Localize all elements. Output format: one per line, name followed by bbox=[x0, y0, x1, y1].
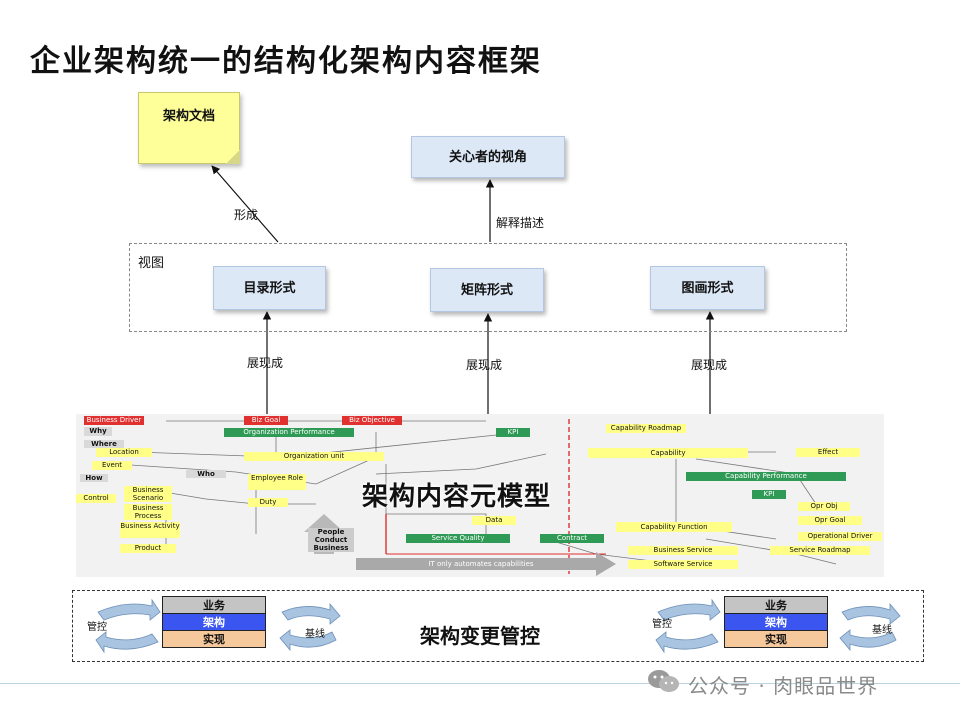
node-employee-role: Employee Role bbox=[248, 474, 306, 490]
node-business-driver: Business Driver bbox=[84, 416, 144, 425]
node-where: Where bbox=[84, 440, 124, 448]
node-it-only: IT only automates capabilities bbox=[428, 560, 534, 568]
edge-label-explain: 解释描述 bbox=[496, 216, 545, 230]
node-kpi-right: KPI bbox=[752, 490, 786, 499]
edge-label-present-2: 展现成 bbox=[466, 358, 503, 372]
node-business-process: Business Process bbox=[124, 504, 172, 520]
node-capability-performance: Capability Performance bbox=[686, 472, 846, 481]
view-matrix-box: 矩阵形式 bbox=[430, 268, 544, 312]
node-how: How bbox=[80, 474, 108, 482]
governance-right-label-2: 基线 bbox=[872, 625, 892, 636]
node-org-performance: Organization Performance bbox=[224, 428, 354, 437]
governance-title: 架构变更管控 bbox=[420, 624, 540, 648]
layer-business: 业务 bbox=[724, 596, 828, 614]
node-operational-driver: Operational Driver bbox=[798, 532, 882, 541]
wechat-icon bbox=[648, 670, 679, 692]
governance-frame bbox=[72, 590, 924, 662]
node-people-conduct-business: People Conduct Business bbox=[308, 528, 354, 552]
layer-architecture: 架构 bbox=[162, 613, 266, 631]
view-matrix-label: 矩阵形式 bbox=[460, 283, 513, 298]
node-software-service: Software Service bbox=[628, 560, 738, 569]
stakeholder-view-label: 关心者的视角 bbox=[448, 150, 527, 165]
note-label: 架构文档 bbox=[162, 109, 215, 124]
node-capability-function: Capability Function bbox=[616, 522, 732, 532]
view-catalog-box: 目录形式 bbox=[213, 266, 326, 310]
layer-implementation: 实现 bbox=[724, 630, 828, 648]
edge-label-form: 形成 bbox=[234, 208, 259, 222]
page-title: 企业架构统一的结构化架构内容框架 bbox=[30, 44, 542, 79]
stakeholder-view-box: 关心者的视角 bbox=[411, 136, 565, 178]
views-frame-label: 视图 bbox=[138, 256, 165, 271]
node-opr-goal: Opr Goal bbox=[798, 516, 862, 525]
node-why: Why bbox=[84, 427, 112, 436]
node-location: Location bbox=[96, 448, 152, 457]
node-biz-goal: Biz Goal bbox=[244, 416, 288, 425]
node-control: Control bbox=[76, 494, 116, 503]
node-contract: Contract bbox=[540, 534, 604, 543]
node-capability: Capability bbox=[588, 448, 748, 458]
watermark-text: 公众号 · 肉眼品世界 bbox=[688, 674, 879, 698]
node-opr-obj: Opr Obj bbox=[798, 502, 850, 511]
node-who: Who bbox=[186, 470, 226, 478]
architecture-document-note: 架构文档 bbox=[138, 92, 240, 164]
governance-left-label-2: 管控 bbox=[652, 619, 672, 630]
view-catalog-label: 目录形式 bbox=[243, 281, 296, 296]
content-metamodel-image: Business Driver Biz Goal Biz Objective W… bbox=[76, 414, 884, 577]
node-duty: Duty bbox=[248, 498, 288, 507]
layer-stack-left: 业务 架构 实现 bbox=[162, 596, 266, 648]
view-diagram-label: 图画形式 bbox=[681, 281, 734, 296]
edge-label-present-1: 展现成 bbox=[247, 356, 284, 370]
edge-label-present-3: 展现成 bbox=[691, 358, 728, 372]
layer-stack-right: 业务 架构 实现 bbox=[724, 596, 828, 648]
node-service-roadmap: Service Roadmap bbox=[770, 546, 870, 555]
view-diagram-box: 图画形式 bbox=[650, 266, 765, 310]
node-event: Event bbox=[92, 461, 132, 470]
node-business-activity: Business Activity bbox=[120, 522, 180, 538]
layer-architecture: 架构 bbox=[724, 613, 828, 631]
metamodel-title: 架构内容元模型 bbox=[362, 482, 552, 512]
node-business-scenario: Business Scenario bbox=[124, 486, 172, 502]
layer-implementation: 实现 bbox=[162, 630, 266, 648]
governance-right-label-1: 基线 bbox=[305, 629, 325, 640]
node-biz-objective: Biz Objective bbox=[342, 416, 402, 425]
node-capability-roadmap: Capability Roadmap bbox=[606, 424, 686, 433]
node-service-quality: Service Quality bbox=[406, 534, 510, 543]
node-org-unit: Organization unit bbox=[244, 452, 384, 461]
node-data: Data bbox=[472, 516, 516, 525]
footer-divider bbox=[0, 683, 960, 684]
arrow-views-to-document bbox=[211, 165, 279, 243]
layer-business: 业务 bbox=[162, 596, 266, 614]
node-business-service: Business Service bbox=[628, 546, 738, 555]
node-product: Product bbox=[120, 544, 176, 553]
node-kpi-left: KPI bbox=[496, 428, 530, 437]
governance-left-label-1: 管控 bbox=[87, 622, 107, 633]
views-frame bbox=[129, 243, 847, 332]
node-effect: Effect bbox=[796, 448, 860, 457]
